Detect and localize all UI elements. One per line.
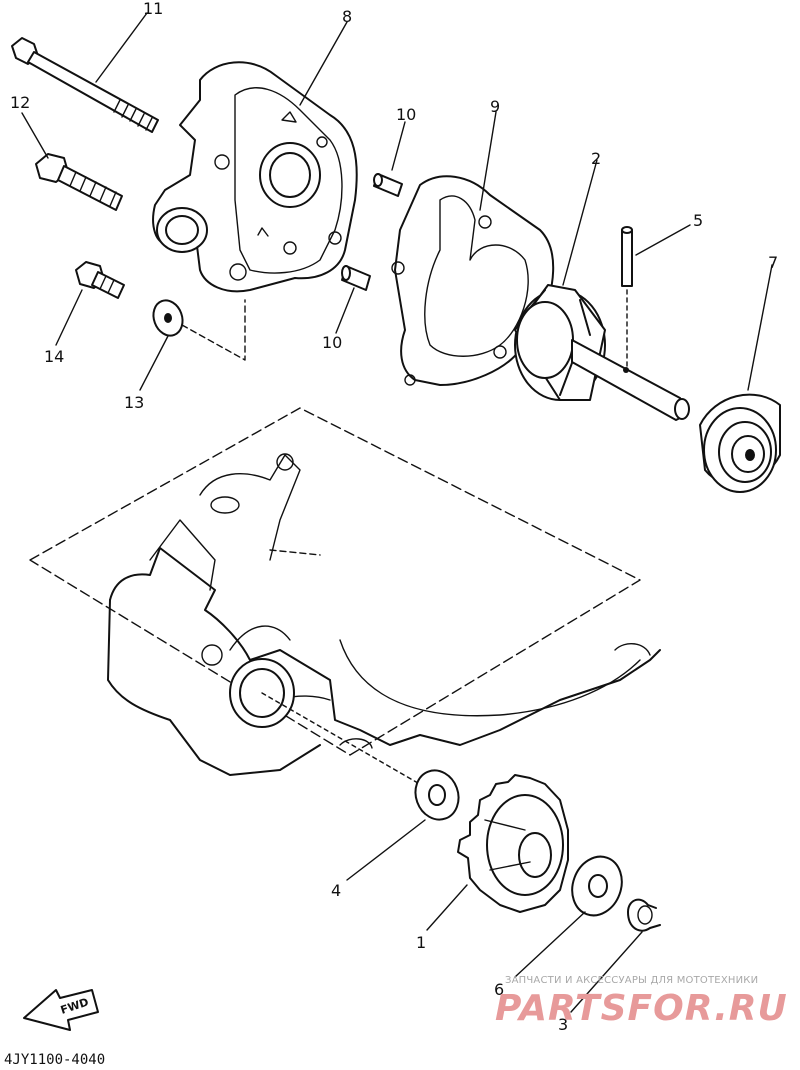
watermark-subtitle: ЗАПЧАСТИ И АКСЕССУАРЫ ДЛЯ МОТОТЕХНИКИ xyxy=(505,975,759,986)
callout-8: 8 xyxy=(342,7,352,26)
callout-12: 12 xyxy=(10,93,30,112)
leader-lines xyxy=(21,12,773,1013)
bolt-12 xyxy=(35,153,123,211)
gasket-9 xyxy=(391,175,555,386)
gear-1 xyxy=(457,774,569,913)
callout-10-upper: 10 xyxy=(396,105,416,124)
callout-7: 7 xyxy=(768,253,778,272)
callout-6: 6 xyxy=(494,980,504,999)
washer-6 xyxy=(571,855,623,917)
pump-cover-8 xyxy=(152,61,358,293)
washer-4 xyxy=(414,769,460,821)
callout-4: 4 xyxy=(331,881,341,900)
callout-1: 1 xyxy=(416,933,426,952)
long-bolt-11 xyxy=(11,37,159,133)
bearing-7 xyxy=(699,393,781,493)
callout-5: 5 xyxy=(693,211,703,230)
callout-numbers: 11 12 14 13 8 10 10 9 2 5 7 4 1 6 3 xyxy=(10,0,778,1034)
fwd-arrow-icon: FWD xyxy=(23,989,99,1031)
diagram-code: 4JY1100-4040 xyxy=(4,1052,106,1068)
callout-9: 9 xyxy=(490,97,500,116)
dowel-pin-upper-10 xyxy=(373,173,403,197)
callout-13: 13 xyxy=(124,393,144,412)
circlip-3 xyxy=(627,898,661,932)
dowel-pin-lower-10 xyxy=(341,265,371,291)
short-bolt-14 xyxy=(75,261,125,299)
washer-13 xyxy=(152,299,246,361)
callout-10-lower: 10 xyxy=(322,333,342,352)
impeller-2 xyxy=(514,284,690,421)
callout-11: 11 xyxy=(143,0,163,18)
callout-14: 14 xyxy=(44,347,64,366)
pin-5 xyxy=(621,226,633,369)
callout-2: 2 xyxy=(591,149,601,168)
callout-3: 3 xyxy=(558,1015,568,1034)
crankcase xyxy=(107,453,661,791)
watermark-logo: PARTSFOR.RU xyxy=(495,988,788,1029)
